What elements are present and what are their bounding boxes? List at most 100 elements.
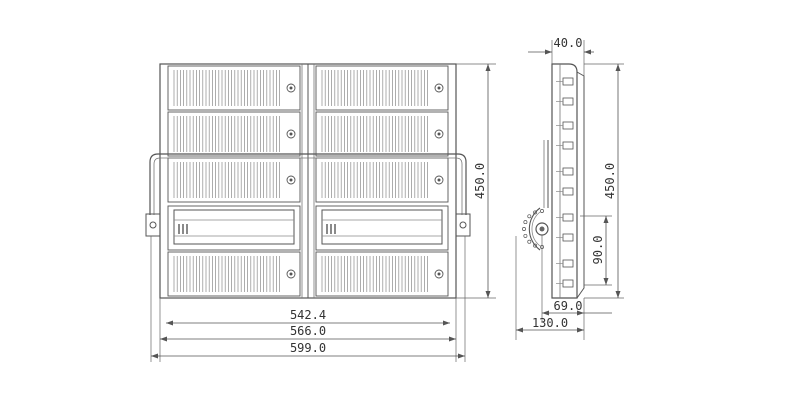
right-pivot-block xyxy=(455,213,471,237)
module-outline xyxy=(167,111,301,157)
front-view: 542.4 566.0 599.0 450.0 xyxy=(145,63,496,362)
side-tab xyxy=(562,259,574,268)
led-module xyxy=(167,205,301,251)
side-dimensions: 40.0 450.0 90.0 69.0 130.0 xyxy=(515,36,624,340)
heat-sink-fins xyxy=(173,116,280,152)
dial-hole xyxy=(533,210,538,215)
side-tab xyxy=(562,77,574,86)
driver-box xyxy=(173,209,295,245)
module-screw-center xyxy=(437,272,441,276)
module-outline xyxy=(315,111,449,157)
dim-width-mid: 566.0 xyxy=(290,324,326,338)
led-module xyxy=(167,111,301,157)
dim-top-depth: 40.0 xyxy=(554,36,583,50)
dim-width-outer: 599.0 xyxy=(290,341,326,355)
side-tab xyxy=(562,233,574,242)
mounting-bracket-inner xyxy=(153,157,463,215)
driver-terminal xyxy=(334,224,336,234)
module-screw xyxy=(286,129,296,139)
left-pivot-block xyxy=(145,213,161,237)
led-module xyxy=(315,205,449,251)
driver-terminal xyxy=(182,224,184,234)
module-screw-center xyxy=(289,86,293,90)
dial-hole xyxy=(533,243,538,248)
led-module xyxy=(315,65,449,111)
led-module xyxy=(167,251,301,297)
module-outline xyxy=(167,251,301,297)
module-outline xyxy=(315,205,449,251)
dial-hole xyxy=(522,227,526,231)
side-lens-edge xyxy=(576,71,585,299)
dial-hole xyxy=(527,239,532,244)
module-screw-center xyxy=(289,132,293,136)
side-tab xyxy=(562,213,574,222)
side-tab xyxy=(562,121,574,130)
side-body xyxy=(522,63,585,299)
module-screw-center xyxy=(437,178,441,182)
module-screw-center xyxy=(437,86,441,90)
driver-terminal xyxy=(186,224,188,234)
side-tab xyxy=(562,167,574,176)
dim-bottom-depth: 130.0 xyxy=(532,316,568,330)
dial-hole xyxy=(527,214,532,219)
module-screw xyxy=(286,175,296,185)
side-tab xyxy=(562,187,574,196)
module-screw xyxy=(286,269,296,279)
module-screw-center xyxy=(437,132,441,136)
dim-lower-depth: 69.0 xyxy=(554,299,583,313)
dim-arrows-130 xyxy=(516,327,584,333)
module-screw xyxy=(434,175,444,185)
dial-hole xyxy=(523,220,528,225)
left-pivot-bolt xyxy=(149,221,157,229)
driver-box xyxy=(321,209,443,245)
dim-height-front: 450.0 xyxy=(473,163,487,199)
heat-sink-fins xyxy=(321,70,428,106)
dim-pivot-offset: 90.0 xyxy=(591,236,605,265)
right-pivot-bolt xyxy=(459,221,467,229)
front-modules xyxy=(167,65,449,297)
driver-terminal xyxy=(178,224,180,234)
module-screw-center xyxy=(289,272,293,276)
led-module xyxy=(315,111,449,157)
heat-sink-fins xyxy=(321,116,428,152)
driver-terminal xyxy=(326,224,328,234)
heat-sink-fins xyxy=(173,70,280,106)
front-dimensions: 542.4 566.0 599.0 450.0 xyxy=(150,63,496,362)
module-screw-center xyxy=(289,178,293,182)
dim-arrows-90 xyxy=(603,216,609,285)
module-outline xyxy=(167,65,301,111)
side-tabs xyxy=(556,77,574,288)
driver-terminal xyxy=(330,224,332,234)
dial-hole xyxy=(523,233,528,238)
module-screw xyxy=(434,129,444,139)
module-screw xyxy=(434,83,444,93)
dial-hole xyxy=(540,209,544,213)
pivot-bolt-center xyxy=(539,226,545,232)
heat-sink-fins xyxy=(173,256,280,292)
side-tab xyxy=(562,97,574,106)
module-outline xyxy=(315,157,449,203)
module-outline xyxy=(315,65,449,111)
dim-width-inner: 542.4 xyxy=(290,308,326,322)
led-module xyxy=(167,157,301,203)
mounting-bracket xyxy=(149,153,467,215)
led-module xyxy=(167,65,301,111)
dim-height-side: 450.0 xyxy=(603,163,617,199)
heat-sink-fins xyxy=(321,162,428,198)
module-outline xyxy=(167,157,301,203)
tilt-dial-arc xyxy=(528,207,541,251)
tilt-dial-holes xyxy=(522,209,544,249)
heat-sink-fins xyxy=(321,256,428,292)
side-view: 40.0 450.0 90.0 69.0 130.0 xyxy=(515,36,624,340)
module-screw xyxy=(286,83,296,93)
heat-sink-fins xyxy=(173,162,280,198)
front-frame xyxy=(145,63,471,299)
led-module xyxy=(315,251,449,297)
led-module xyxy=(315,157,449,203)
module-screw xyxy=(434,269,444,279)
module-outline xyxy=(167,205,301,251)
side-housing xyxy=(551,63,578,299)
tilt-dial-inner-arc xyxy=(531,211,541,247)
